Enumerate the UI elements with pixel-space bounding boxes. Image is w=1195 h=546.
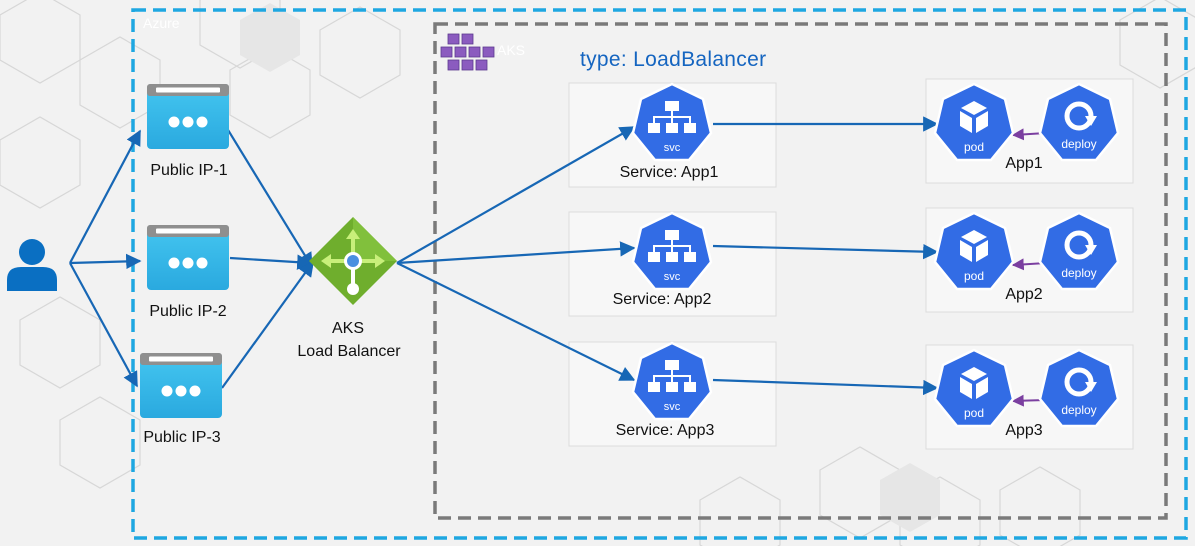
arrow-ip3-lb [221, 260, 314, 389]
service-app2-icon: svc [631, 211, 713, 291]
arrow-ip2-lb [229, 254, 313, 270]
deploy-app1-label: deploy [1061, 137, 1096, 151]
load-balancer-subtitle: Load Balancer [297, 343, 401, 360]
user-icon [7, 239, 57, 291]
app2-label: App2 [1005, 286, 1043, 303]
public-ip-3-icon [140, 353, 222, 418]
arrow-svc3-pod3 [712, 378, 939, 396]
deploy-app3-label: deploy [1061, 403, 1096, 417]
public-ip-3-label: Public IP-3 [143, 429, 221, 446]
arrow-lb-svc1 [396, 126, 636, 264]
aks-cluster-boundary [433, 22, 1168, 520]
azure-label: Azure [143, 15, 180, 31]
public-ip-1-icon [147, 84, 229, 149]
pod-app3-label: pod [964, 406, 984, 420]
arrow-user-ip2 [69, 253, 142, 270]
pod-app2-label: pod [964, 269, 984, 283]
app1-label: App1 [1005, 155, 1043, 172]
deploy-app2-label: deploy [1061, 266, 1096, 280]
arrow-user-ip1 [69, 129, 141, 264]
load-balancer-icon [309, 217, 397, 305]
deploy-app2-icon: deploy [1038, 211, 1120, 291]
arrow-svc2-pod2 [712, 243, 939, 260]
public-ip-2-icon [147, 225, 229, 290]
arrow-user-ip3 [69, 262, 138, 388]
type-label: type: LoadBalancer [580, 48, 767, 71]
public-ip-2-label: Public IP-2 [149, 303, 227, 320]
public-ip-1-label: Public IP-1 [150, 162, 228, 179]
service-app1-icon-text: svc [664, 142, 681, 154]
pod-app1-label: pod [964, 140, 984, 154]
app3-label: App3 [1005, 422, 1043, 439]
arrow-lb-svc2 [396, 241, 636, 265]
service-app2-label: Service: App2 [612, 291, 712, 308]
service-app1-label: Service: App1 [619, 164, 719, 181]
pod-app3-icon: pod [933, 348, 1015, 428]
service-app2-icon-text: svc [664, 271, 681, 283]
aks-logo-icon [440, 33, 495, 71]
azure-boundary [131, 8, 1188, 540]
load-balancer-title: AKS [331, 320, 365, 337]
background-hexagon-fills [240, 3, 940, 532]
service-app3-icon: svc [631, 341, 713, 421]
service-app3-icon-text: svc [664, 401, 681, 413]
pod-app1-icon: pod [933, 82, 1015, 162]
service-app3-label: Service: App3 [615, 422, 715, 439]
aks-label: AKS [497, 42, 526, 58]
service-app1-icon: svc [631, 82, 713, 162]
deploy-app1-icon: deploy [1038, 82, 1120, 162]
deploy-app3-icon: deploy [1038, 348, 1120, 428]
arrow-ip1-lb [224, 124, 313, 269]
connectors [69, 116, 939, 396]
pod-app2-icon: pod [933, 211, 1015, 291]
arrow-lb-svc3 [396, 262, 636, 381]
